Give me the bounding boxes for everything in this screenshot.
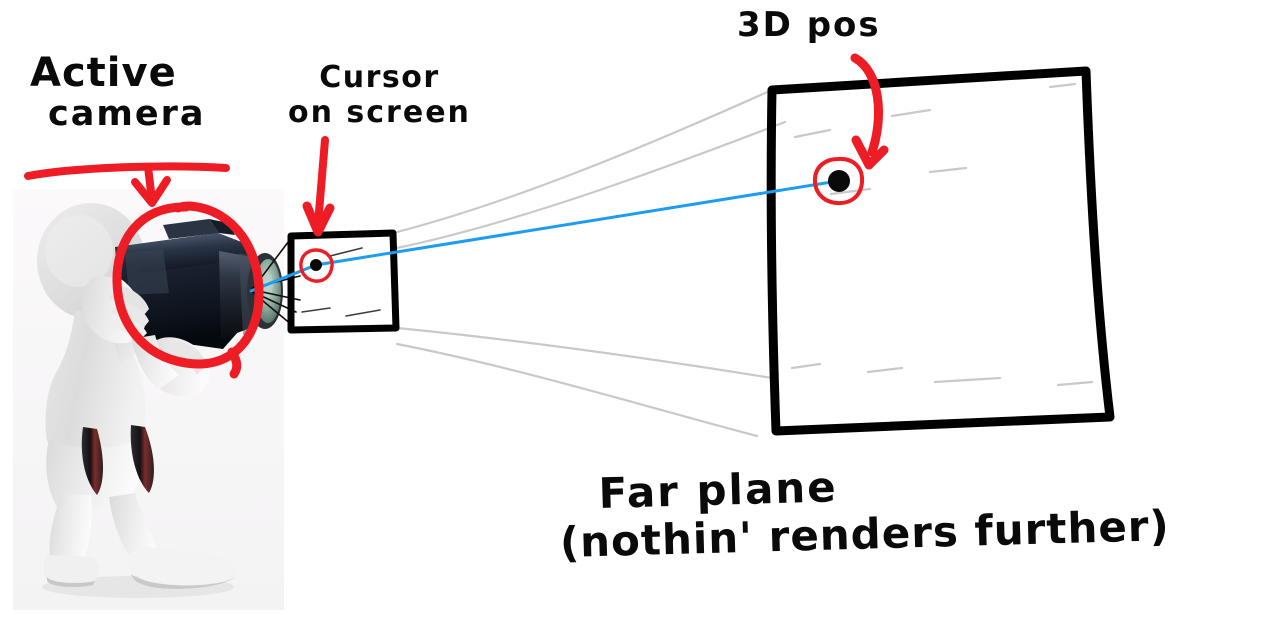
active-camera-pointer — [24, 162, 230, 207]
label-active-camera-line1: Active — [30, 50, 177, 96]
label-cursor-on-screen-line1: Cursor — [319, 60, 440, 95]
world-dot-on-far-plane — [812, 156, 865, 206]
near-plane-rect — [287, 229, 400, 334]
frustum-guide-lines — [395, 88, 787, 438]
three-d-pos-pointer — [850, 53, 889, 170]
mannequin-illustration — [37, 203, 283, 598]
label-active-camera-line2: camera — [48, 94, 206, 134]
camera-highlight-circle — [112, 201, 264, 379]
label-cursor-on-screen: Cursor on screen — [288, 62, 471, 128]
cursor-dot-on-screen — [299, 248, 334, 283]
label-far-plane-line1: Far plane — [597, 462, 839, 518]
near-plane-sketch-lines — [301, 247, 381, 317]
photographer-photo — [13, 189, 284, 610]
label-far-plane: Far plane (nothin' renders further) — [559, 456, 1170, 567]
label-cursor-on-screen-line2: on screen — [288, 94, 471, 130]
far-plane-sketch-lines — [790, 82, 1094, 387]
cursor-on-screen-pointer — [302, 136, 335, 237]
far-plane-quad — [766, 66, 1115, 436]
label-3d-pos: 3D pos — [737, 5, 881, 45]
label-active-camera: Active camera — [30, 52, 205, 133]
